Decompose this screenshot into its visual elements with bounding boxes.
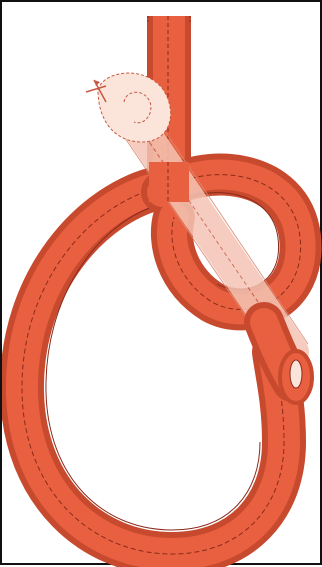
standing-part-overlap	[149, 162, 189, 202]
